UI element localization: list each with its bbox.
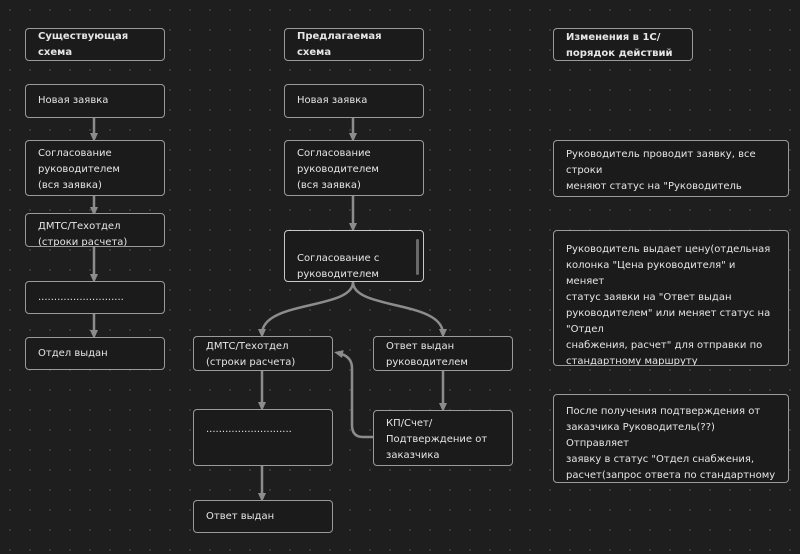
existing-approval-node[interactable]: Согласование руководителем (вся заявка) [25,140,165,196]
proposed-approval-node[interactable]: Согласование руководителем (вся заявка) [284,140,424,196]
change-note-approval[interactable]: Руководитель проводит заявку, все строки… [553,140,789,197]
proposed-dots-node[interactable]: ........................... [193,409,333,466]
existing-dmts-node[interactable]: ДМТС/Техотдел (строки расчета) [25,213,165,247]
existing-scheme-header[interactable]: Существующая схема [25,28,165,61]
proposed-approval-lines-node[interactable]: Согласование с руководителем (Строки рас… [284,230,424,282]
edge-kp-to-dmts [334,350,373,439]
edge-lines-to-dmts [258,281,355,338]
proposed-scheme-header[interactable]: Предлагаемая схема [284,28,424,61]
proposed-new-request-node[interactable]: Новая заявка [284,84,424,118]
edge-lines-to-manager-answer [351,281,447,338]
node-scrollbar[interactable] [416,239,419,275]
answer-issued-node[interactable]: Ответ выдан [193,500,333,533]
existing-new-request-node[interactable]: Новая заявка [25,84,165,118]
proposed-dmts-node[interactable]: ДМТС/Техотдел (строки расчета) [193,336,333,371]
existing-issued-node[interactable]: Отдел выдан [25,337,165,370]
approval-lines-label: Согласование с руководителем (Строки рас… [297,253,380,280]
change-note-confirmation[interactable]: После получения подтверждения от заказчи… [553,394,789,483]
manager-answer-node[interactable]: Ответ выдан руководителем [373,336,513,371]
kp-invoice-confirmation-node[interactable]: КП/Счет/ Подтверждение от заказчика [373,410,513,466]
change-note-manager-price[interactable]: Руководитель выдает цену(отдельная колон… [553,230,789,366]
existing-dots-node[interactable]: ........................... [25,281,165,314]
changes-header[interactable]: Изменения в 1С/ порядок действий [553,28,693,61]
